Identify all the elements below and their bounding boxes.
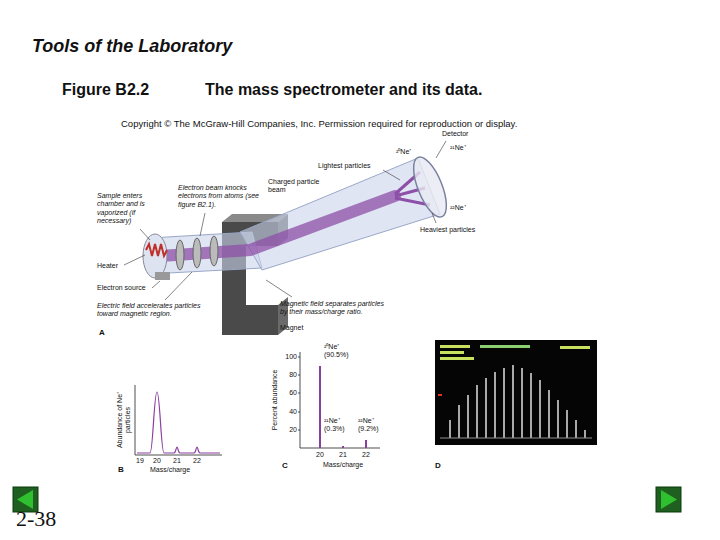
electric-plate xyxy=(210,236,218,266)
tick-label: 19 xyxy=(136,457,144,465)
tick-label: 22 xyxy=(362,451,370,459)
ion-label: ²⁰Ne⁺ xyxy=(396,148,411,156)
peak xyxy=(584,430,586,438)
slide-number: 2-38 xyxy=(16,506,56,532)
figure-number: Figure B2.2 xyxy=(62,80,149,99)
electric-plate xyxy=(176,240,184,270)
peak xyxy=(575,420,577,438)
tick xyxy=(298,430,300,431)
part-label: Magnet xyxy=(280,324,303,332)
tick xyxy=(298,375,300,376)
axis-title: Mass/charge xyxy=(323,461,363,469)
ion-label: ²¹Ne⁺ xyxy=(450,144,466,152)
leader-line xyxy=(432,213,436,223)
peak xyxy=(503,368,505,438)
screen-readout xyxy=(440,357,474,360)
callout-note: Electron beam knocks electrons from atom… xyxy=(178,184,263,209)
axis xyxy=(300,448,380,449)
sample-chamber xyxy=(143,234,167,278)
peak xyxy=(449,420,451,438)
leader-line xyxy=(383,170,400,180)
tick-label: 22 xyxy=(193,457,201,465)
screen-readout xyxy=(560,346,590,349)
callout-note: Electric field accelerates particles tow… xyxy=(97,302,222,319)
bar-label: ²²Ne⁺ (9.2%) xyxy=(358,417,392,434)
screen-readout xyxy=(440,351,464,354)
callout-note: Magnetic field separates particles by th… xyxy=(280,300,390,317)
nav-arrow xyxy=(661,490,677,509)
panel-letter: A xyxy=(99,328,105,338)
slide-title: Tools of the Laboratory xyxy=(32,36,232,58)
peak xyxy=(548,390,550,438)
electric-plate xyxy=(193,238,201,268)
leader-line xyxy=(140,229,150,240)
leader-line xyxy=(266,280,292,297)
tick-label: 21 xyxy=(339,451,347,459)
nav-button xyxy=(656,487,681,512)
tick xyxy=(298,357,300,358)
leader-line xyxy=(436,141,446,158)
tick-label: 20 xyxy=(316,451,324,459)
part-label: Lightest particles xyxy=(318,162,371,170)
peak xyxy=(521,368,523,438)
part-label: Charged particle beam xyxy=(268,178,323,195)
axis xyxy=(300,352,301,448)
peak xyxy=(467,395,469,438)
leader-line xyxy=(165,272,192,300)
peak xyxy=(539,380,541,438)
abundance-bar xyxy=(365,440,367,448)
panel-letter: D xyxy=(435,461,441,471)
bar-label: ²¹Ne⁺ (0.3%) xyxy=(324,417,356,434)
heater-coil xyxy=(146,244,167,256)
peak xyxy=(485,378,487,438)
peak xyxy=(557,400,559,438)
spectrum-peaks xyxy=(450,365,585,438)
peak xyxy=(494,372,496,438)
tick-label: 40 xyxy=(289,408,297,416)
copyright-note: Copyright © The McGraw-Hill Companies, I… xyxy=(121,118,517,129)
baseline xyxy=(440,438,592,439)
part-label: Heaviest particles xyxy=(420,226,475,234)
electron-source xyxy=(155,272,170,280)
tick-label: 80 xyxy=(289,371,297,379)
panel-letter: B xyxy=(118,465,124,475)
tick-label: 20 xyxy=(289,426,297,434)
part-label: Detector xyxy=(442,130,468,138)
figure-caption: The mass spectrometer and its data. xyxy=(205,80,482,99)
spectrum-photo xyxy=(435,340,597,445)
leader-line xyxy=(152,281,160,288)
tick xyxy=(298,412,300,413)
part-label: Electron source xyxy=(97,284,146,292)
panel-letter: C xyxy=(282,461,288,471)
tick-label: 21 xyxy=(173,457,181,465)
peak xyxy=(512,365,514,438)
axis xyxy=(135,455,222,456)
peak xyxy=(566,410,568,438)
tick-label: 20 xyxy=(153,457,161,465)
axis-title: Mass/charge xyxy=(150,466,190,474)
detector xyxy=(407,153,453,221)
spectrum-trace xyxy=(137,392,220,453)
peak xyxy=(458,405,460,438)
leader-line xyxy=(124,255,145,265)
axis-title: Percent abundance xyxy=(271,370,279,431)
screen-readout xyxy=(480,345,530,348)
leader-line xyxy=(200,213,205,236)
abundance-bar xyxy=(342,446,344,448)
bar-label: ²⁰Ne⁺ (90.5%) xyxy=(324,343,362,360)
tick-label: 100 xyxy=(285,353,297,361)
abundance-bar xyxy=(319,366,321,448)
axis xyxy=(135,385,136,455)
axis-title: Abundance of Ne⁺ particles xyxy=(116,391,133,449)
part-label: Heater xyxy=(97,262,118,270)
tick-label: 60 xyxy=(289,389,297,397)
screen-readout xyxy=(440,345,470,348)
callout-note: Sample enters chamber and is vaporized (… xyxy=(97,192,159,226)
ion-label: ²²Ne⁺ xyxy=(450,204,466,212)
peak xyxy=(476,385,478,438)
tick xyxy=(298,393,300,394)
peak xyxy=(530,373,532,438)
screen-marker xyxy=(438,394,442,396)
